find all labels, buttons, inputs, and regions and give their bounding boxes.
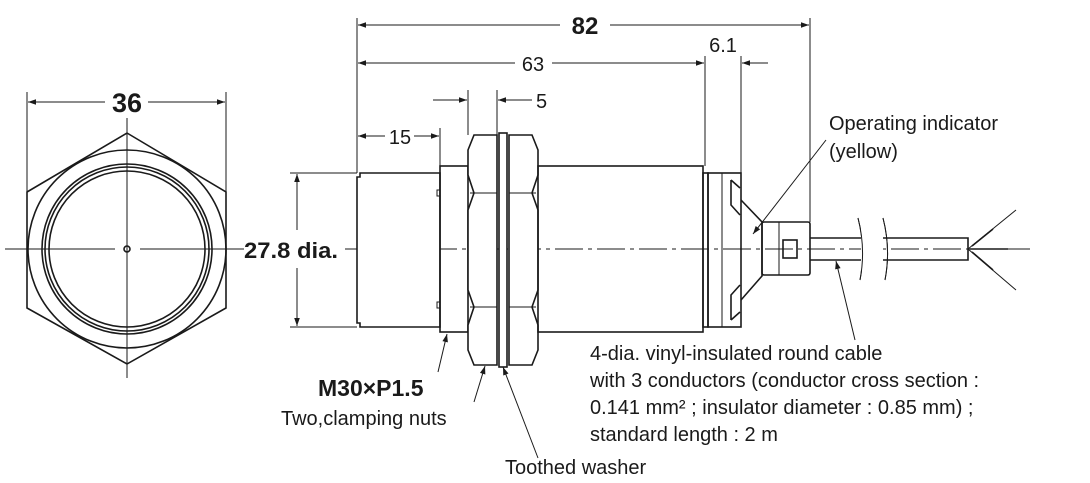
dim-rear-length: 6.1 (709, 35, 737, 57)
leader-thread (437, 333, 448, 373)
annotations: Operating indicator (yellow) 4-dia. viny… (281, 113, 998, 479)
leader-washer (502, 366, 539, 459)
label-cable-line2: with 3 conductors (conductor cross secti… (589, 370, 979, 392)
toothed-washer (498, 132, 508, 368)
cable-break-marks (857, 217, 889, 281)
thread-notch (436, 301, 441, 309)
label-cable-line4: standard length : 2 m (590, 424, 778, 446)
leader-indicator (752, 139, 827, 235)
label-thread: M30×P1.5 (318, 375, 424, 401)
conductor-wires (967, 209, 1030, 291)
thread-notch (436, 189, 441, 197)
cable-gland (761, 221, 811, 276)
label-bg (244, 232, 340, 264)
clamping-nut-2 (508, 134, 539, 366)
dim-nut-thickness: 5 (536, 91, 547, 113)
dim-unthreaded-length: 15 (389, 127, 411, 149)
dim-body-length: 63 (522, 54, 544, 76)
front-view: 36 (5, 88, 245, 378)
operating-indicator-window (782, 239, 798, 259)
rear-cap (707, 172, 742, 328)
conductor-insulation (970, 228, 1008, 271)
cable-cone (740, 199, 763, 301)
dim-overall-length: 82 (572, 13, 599, 40)
label-cable-line1: 4-dia. vinyl-insulated round cable (590, 343, 882, 365)
side-view: 82 63 6.1 5 15 27.8 dia. (244, 13, 1030, 368)
dim-hex-width: 36 (112, 88, 142, 118)
clamping-nut-1 (467, 134, 498, 366)
leader-nuts (473, 365, 486, 403)
cable-break-gap (861, 230, 883, 270)
label-washer: Toothed washer (505, 457, 647, 479)
dim-sensing-face-dia: 27.8 dia. (244, 238, 338, 263)
sensing-head (356, 172, 441, 328)
label-indicator-line1: Operating indicator (829, 113, 998, 135)
cap-chevrons (730, 179, 741, 321)
label-indicator-line2: (yellow) (829, 141, 898, 163)
leader-cable (835, 260, 856, 341)
label-cable-line3: 0.141 mm² ; insulator diameter : 0.85 mm… (590, 397, 973, 419)
label-nuts: Two,clamping nuts (281, 408, 447, 430)
